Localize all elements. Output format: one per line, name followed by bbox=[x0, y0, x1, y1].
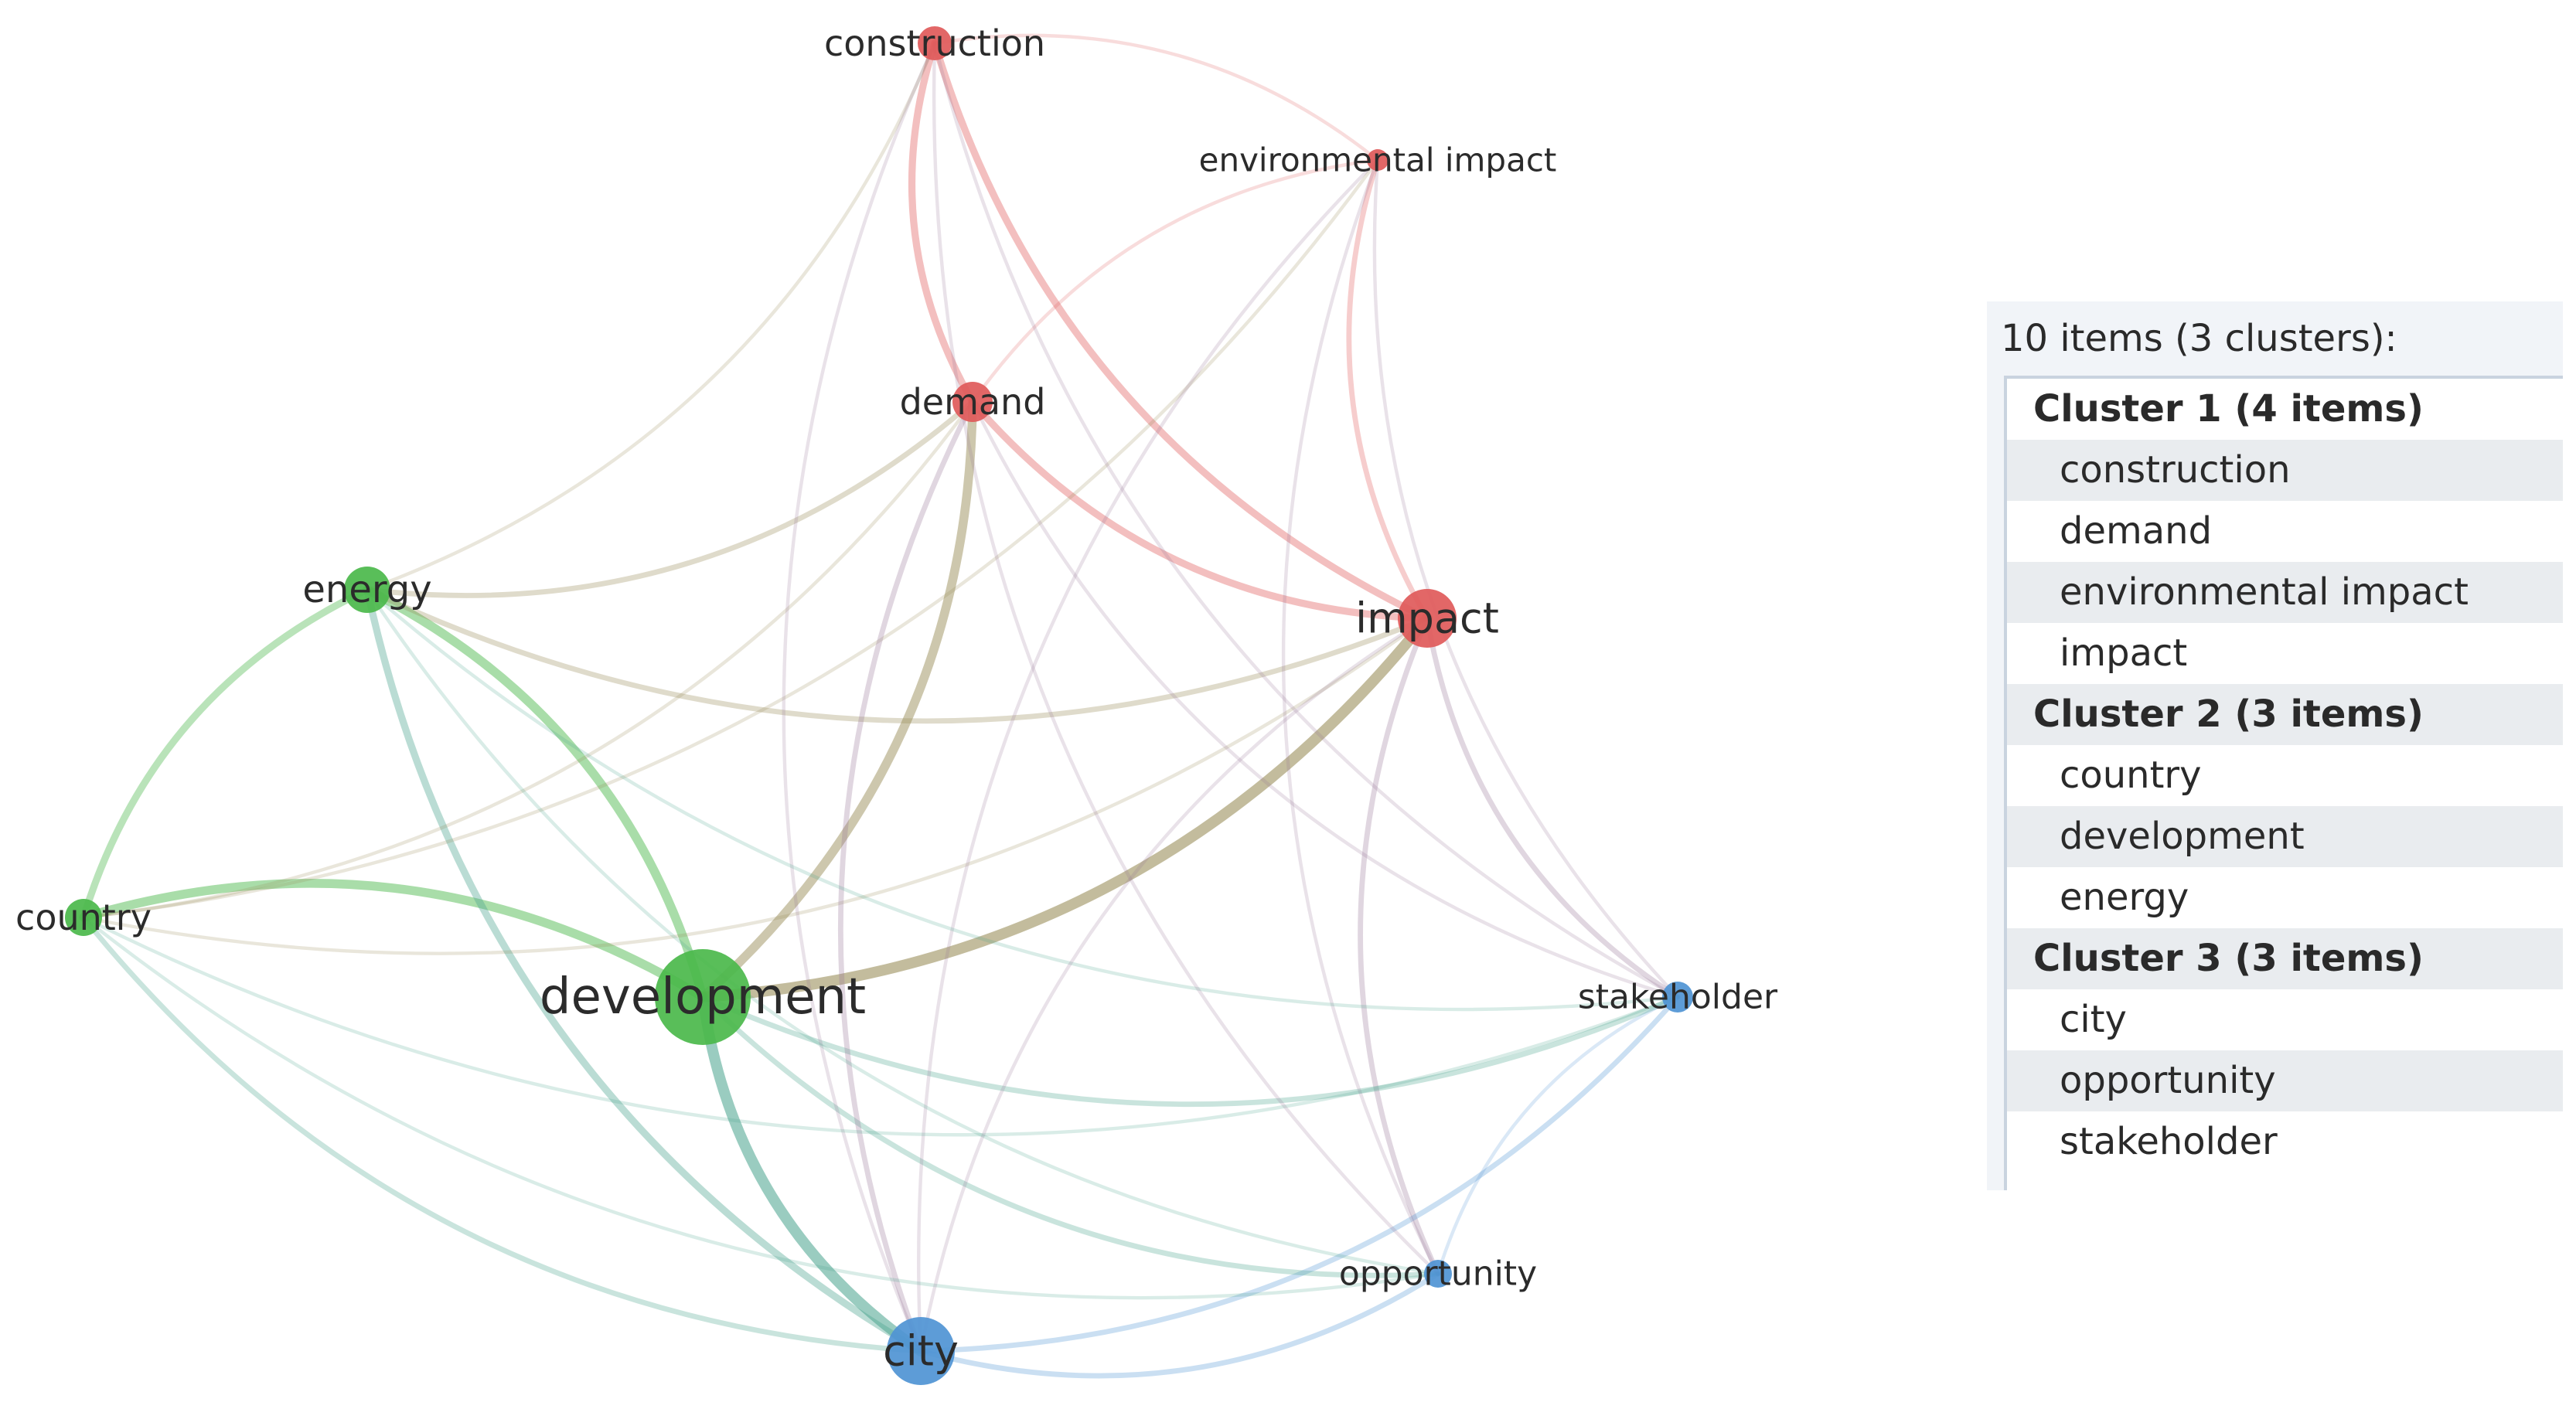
link-environmental_impact-construction bbox=[932, 33, 1380, 162]
node-label-development: development bbox=[540, 968, 866, 1026]
node-label-energy: energy bbox=[302, 568, 431, 611]
link-development-country bbox=[79, 879, 707, 1002]
link-development-stakeholder bbox=[700, 994, 1681, 1108]
cluster-list-item[interactable]: stakeholder bbox=[2007, 1111, 2563, 1172]
node-construction[interactable] bbox=[918, 26, 952, 60]
node-country[interactable] bbox=[65, 899, 102, 936]
node-impact[interactable] bbox=[1398, 589, 1457, 648]
link-impact-opportunity bbox=[1358, 615, 1441, 1277]
link-environmental_impact-opportunity bbox=[1281, 158, 1440, 1276]
link-construction-city bbox=[782, 41, 937, 1353]
link-development-city bbox=[697, 992, 926, 1356]
link-impact-stakeholder bbox=[1424, 615, 1681, 1000]
cluster-heading[interactable]: Cluster 2 (3 items) bbox=[2007, 684, 2563, 745]
link-country-city bbox=[80, 914, 924, 1354]
link-development-opportunity bbox=[700, 994, 1441, 1278]
cluster-list-item[interactable]: country bbox=[2007, 745, 2563, 806]
link-city-opportunity bbox=[918, 1271, 1441, 1379]
link-construction-stakeholder bbox=[932, 41, 1680, 999]
node-stakeholder[interactable] bbox=[1662, 982, 1693, 1013]
cluster-list-item[interactable]: impact bbox=[2007, 623, 2563, 684]
link-stakeholder-opportunity bbox=[1436, 995, 1680, 1276]
cluster-list-item[interactable]: construction bbox=[2007, 440, 2563, 501]
nodes-layer bbox=[65, 26, 1693, 1385]
link-demand-stakeholder bbox=[970, 400, 1680, 999]
cluster-list-item[interactable]: environmental impact bbox=[2007, 562, 2563, 623]
link-demand-city bbox=[837, 399, 976, 1354]
link-environmental_impact-impact bbox=[1346, 157, 1430, 621]
node-label-stakeholder: stakeholder bbox=[1578, 978, 1778, 1017]
link-development-energy bbox=[363, 585, 707, 1002]
link-country-impact bbox=[81, 616, 1429, 955]
node-label-city: city bbox=[883, 1327, 959, 1376]
cluster-panel-header: 10 items (3 clusters): bbox=[2001, 317, 2397, 360]
link-impact-city bbox=[918, 616, 1429, 1353]
node-label-environmental_impact: environmental impact bbox=[1199, 141, 1557, 179]
cluster-list-panel: 10 items (3 clusters): Cluster 1 (4 item… bbox=[1987, 301, 2563, 1190]
node-labels-layer: construction environmental impact demand im… bbox=[15, 22, 1778, 1376]
link-energy-demand bbox=[364, 399, 976, 598]
link-country-opportunity bbox=[81, 915, 1440, 1300]
link-environmental_impact-city bbox=[917, 158, 1380, 1353]
node-label-impact: impact bbox=[1355, 594, 1499, 643]
node-development[interactable] bbox=[655, 949, 751, 1045]
link-development-demand bbox=[698, 397, 977, 1002]
node-city[interactable] bbox=[887, 1317, 955, 1385]
cluster-list-item[interactable]: city bbox=[2007, 989, 2563, 1050]
node-label-construction: construction bbox=[824, 22, 1045, 64]
link-energy-construction bbox=[365, 41, 937, 592]
node-label-opportunity: opportunity bbox=[1339, 1254, 1537, 1294]
cluster-list-item[interactable]: opportunity bbox=[2007, 1050, 2563, 1111]
node-energy[interactable] bbox=[344, 567, 390, 613]
link-city-stakeholder bbox=[918, 994, 1681, 1354]
cluster-heading[interactable]: Cluster 1 (4 items) bbox=[2007, 379, 2563, 440]
link-energy-impact bbox=[364, 587, 1430, 724]
link-country-demand bbox=[81, 400, 975, 920]
link-energy-country bbox=[80, 586, 371, 921]
node-demand[interactable] bbox=[952, 382, 993, 422]
link-environmental_impact-demand bbox=[970, 158, 1380, 404]
link-country-environmental_impact bbox=[81, 158, 1380, 920]
link-energy-city bbox=[363, 586, 925, 1355]
node-environmental_impact[interactable] bbox=[1367, 149, 1389, 171]
link-country-stakeholder bbox=[81, 915, 1680, 1137]
links-layer bbox=[79, 33, 1681, 1379]
node-opportunity[interactable] bbox=[1424, 1260, 1452, 1288]
cluster-list-item[interactable]: demand bbox=[2007, 501, 2563, 562]
cluster-list-item[interactable]: energy bbox=[2007, 867, 2563, 928]
link-energy-opportunity bbox=[365, 587, 1440, 1276]
link-construction-opportunity bbox=[932, 41, 1440, 1276]
link-energy-stakeholder bbox=[365, 587, 1680, 1012]
link-demand-impact bbox=[969, 398, 1431, 622]
node-label-country: country bbox=[15, 897, 152, 938]
cluster-list-item[interactable]: development bbox=[2007, 806, 2563, 867]
link-construction-impact bbox=[931, 39, 1431, 622]
link-development-impact bbox=[697, 613, 1433, 1002]
cluster-heading[interactable]: Cluster 3 (3 items) bbox=[2007, 928, 2563, 989]
link-construction-demand bbox=[908, 39, 976, 406]
link-environmental_impact-stakeholder bbox=[1372, 158, 1680, 999]
node-label-demand: demand bbox=[900, 381, 1046, 423]
network-map: construction environmental impact demand im… bbox=[15, 22, 1778, 1385]
